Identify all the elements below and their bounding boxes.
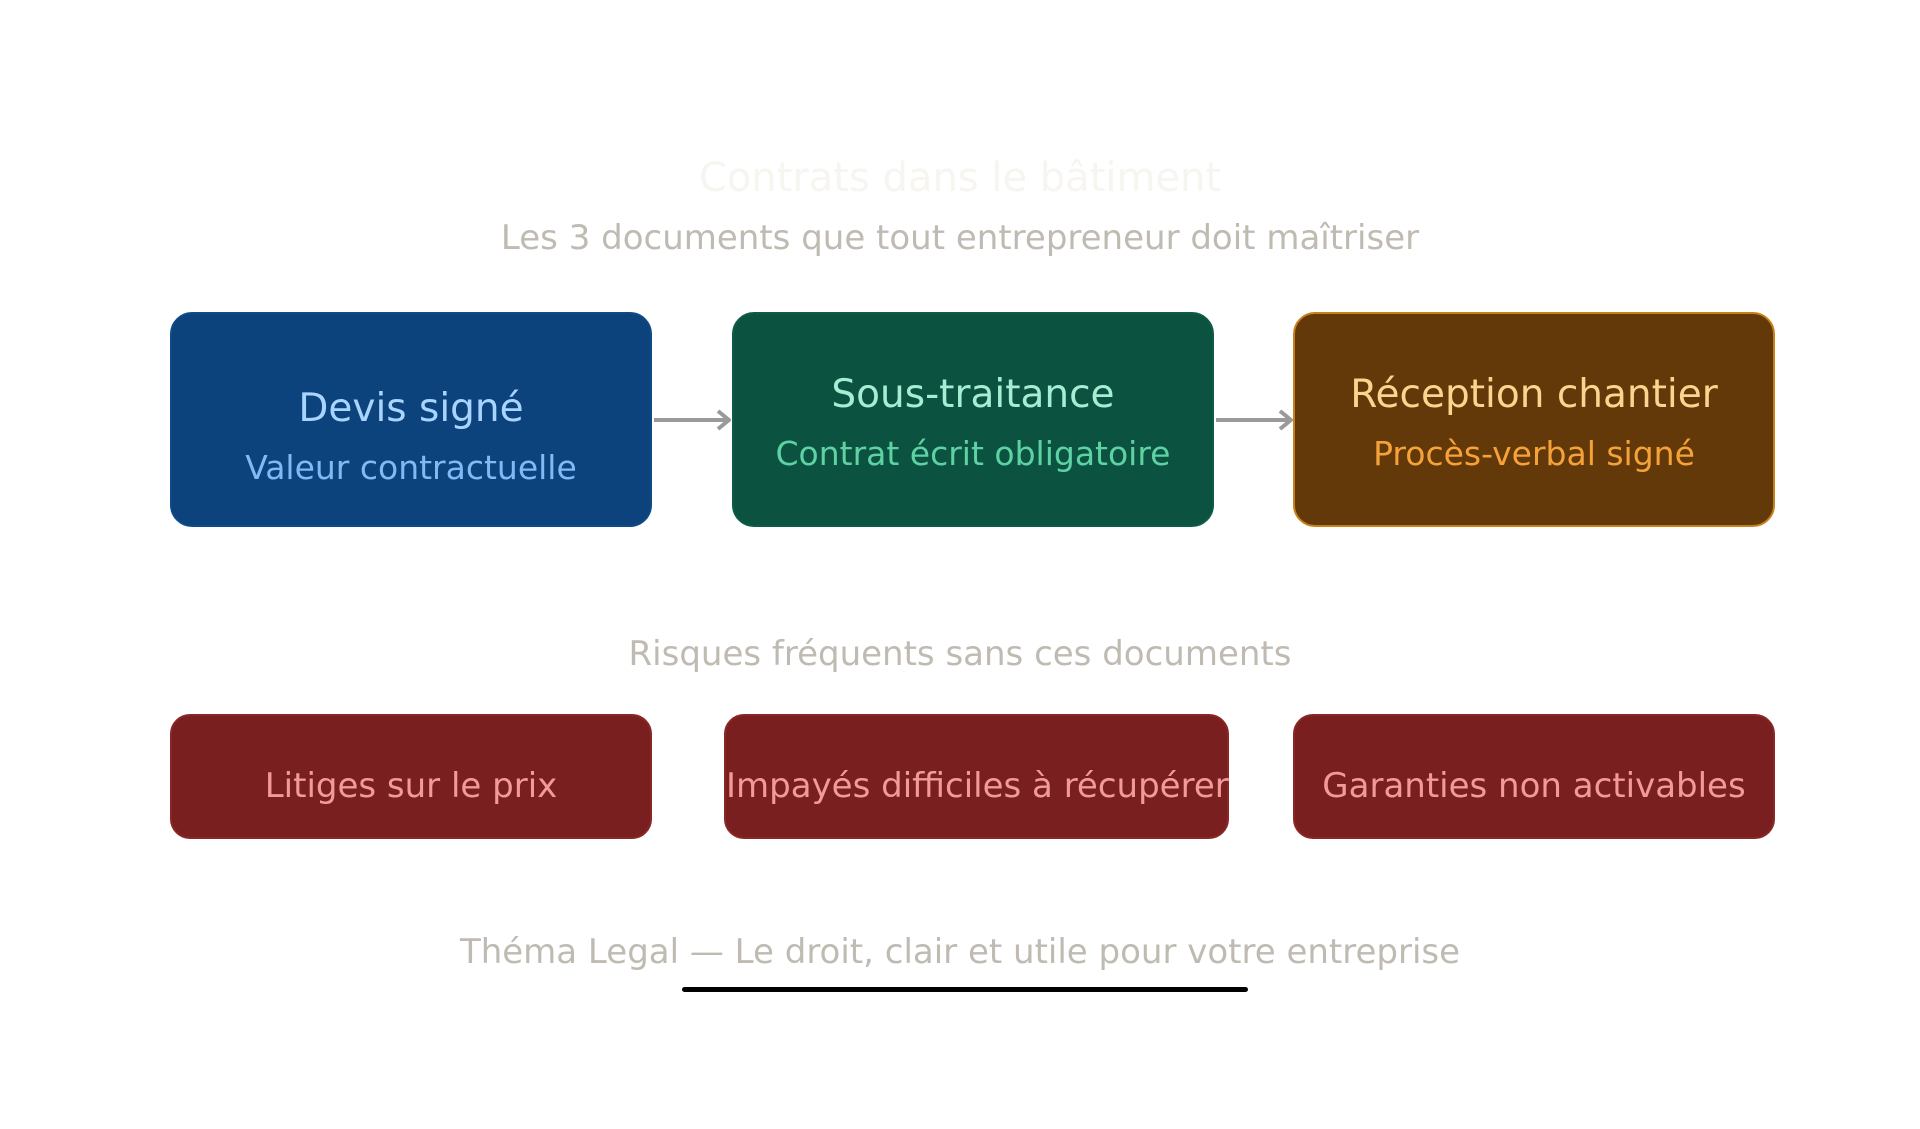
footer-underline [682,987,1248,992]
risk-label: Litiges sur le prix [264,766,558,806]
flow-box-subtitle: Procès-verbal signé [1373,434,1695,473]
flow-box-title: Sous-traitance [831,372,1115,417]
flow-box-title: Devis signé [298,386,524,431]
flow-box-title: Réception chantier [1350,372,1718,417]
risk-box: Impayés difficiles à récupérer [724,714,1229,839]
flow-box-devis-signe: Devis signé Valeur contractuelle [170,312,652,527]
footer-tagline: Théma Legal — Le droit, clair et utile p… [459,932,1461,972]
arrow-right-icon [654,409,731,431]
flow-box-subtitle: Contrat écrit obligatoire [775,434,1171,473]
page-title: Contrats dans le bâtiment [698,155,1222,201]
risk-label: Garanties non activables [1322,766,1746,806]
flow-box-reception-chantier: Réception chantier Procès-verbal signé [1293,312,1775,527]
flow-box-subtitle: Valeur contractuelle [245,448,577,487]
risk-box: Litiges sur le prix [170,714,652,839]
flow-box-sous-traitance: Sous-traitance Contrat écrit obligatoire [732,312,1214,527]
risk-label: Impayés difficiles à récupérer [726,766,1229,806]
risk-box: Garanties non activables [1293,714,1775,839]
page-subtitle: Les 3 documents que tout entrepreneur do… [500,218,1420,258]
arrow-right-icon [1216,409,1293,431]
risks-heading: Risques fréquents sans ces documents [628,634,1292,674]
